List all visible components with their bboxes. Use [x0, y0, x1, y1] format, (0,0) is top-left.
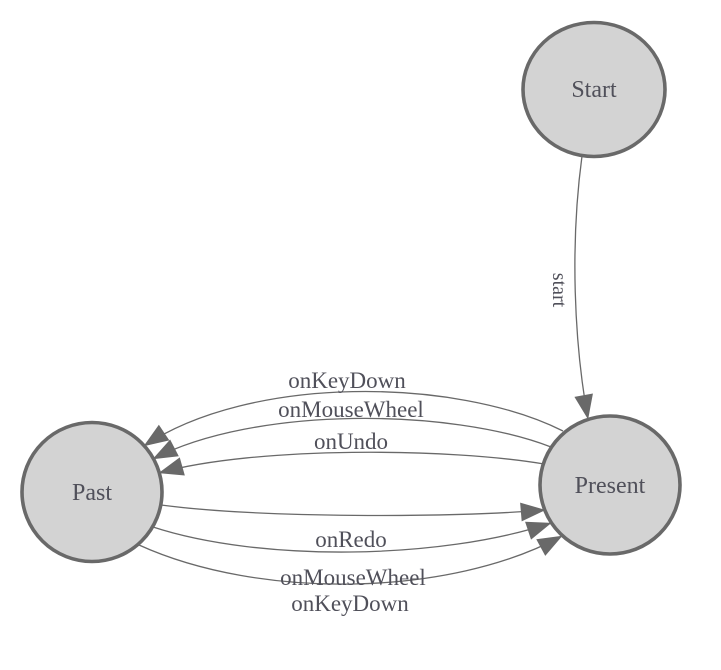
state-node-start[interactable]: Start	[521, 20, 667, 159]
edge-past-to-present-onmousewheel	[152, 521, 552, 553]
state-node-present-label: Present	[575, 473, 646, 499]
edge-group	[138, 155, 593, 585]
edge-present-to-past-onkeydown	[143, 390, 564, 447]
edge-start-to-present	[574, 155, 593, 420]
edge-past-to-present-onredo	[160, 502, 546, 522]
edge-label-onmousewheel-bottom: onMouseWheel	[280, 565, 426, 590]
edge-label-onkeydown-top: onKeyDown	[288, 368, 406, 393]
edge-label-onkeydown-bottom: onKeyDown	[291, 591, 409, 616]
edge-label-onmousewheel-top: onMouseWheel	[278, 397, 424, 422]
edge-label-group: start onKeyDown onMouseWheel onUndo onRe…	[278, 273, 570, 616]
edge-present-to-past-onmousewheel	[152, 417, 552, 460]
edge-present-to-past-onundo	[158, 451, 545, 476]
state-node-past-shape[interactable]	[20, 420, 164, 564]
state-node-present[interactable]: Present	[538, 414, 682, 556]
edge-past-to-present-onkeydown	[138, 535, 563, 585]
state-node-past-label: Past	[72, 480, 112, 506]
state-node-start-label: Start	[571, 77, 617, 103]
state-node-past[interactable]: Past	[20, 420, 164, 564]
edge-label-onundo: onUndo	[314, 429, 388, 454]
edge-label-start: start	[548, 273, 570, 308]
edge-label-onredo: onRedo	[315, 527, 387, 552]
state-node-start-shape[interactable]	[521, 20, 667, 159]
state-node-present-shape[interactable]	[538, 414, 682, 556]
node-group: Start Present Past	[20, 20, 682, 564]
